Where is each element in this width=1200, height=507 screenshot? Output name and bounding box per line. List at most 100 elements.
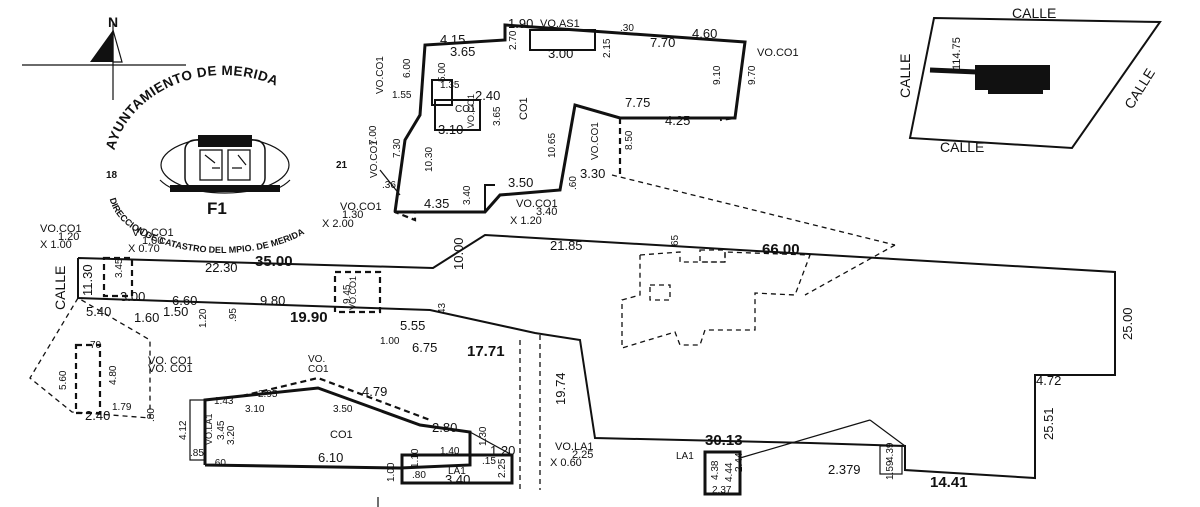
bbot-dim-1-79: 1.79 (112, 402, 132, 413)
seal-sheet-id: F1 (207, 199, 227, 218)
seal-right-number: 21 (336, 160, 348, 171)
lot-dim-4-39: 4.39 (885, 442, 896, 462)
lot-dim-1-50: 1.50 (163, 304, 188, 319)
lot-dim-43: 43 (437, 302, 448, 314)
btop-dim-2-40: 2.40 (475, 88, 500, 103)
lot-dashed-outbuilding (621, 249, 811, 349)
bbot-dim-3-45: 3.45 (216, 420, 227, 440)
bbot-co1: CO1 (330, 429, 353, 441)
lot-bottom-right: 14.41 (930, 474, 968, 491)
btop-dim-10-30: 10.30 (424, 147, 435, 172)
bbot-dim-3-10: 3.10 (245, 404, 265, 415)
lot-dim-3-00: 3.00 (120, 289, 145, 304)
bbot-dim-5-60: 5.60 (58, 370, 69, 390)
lot-dim-9-80: 9.80 (260, 293, 285, 308)
btop-dim-1-90: 1.90 (508, 16, 533, 31)
note-vo-co1-a3: X 1.00 (40, 239, 72, 251)
note-vo-la1-3: X 0.60 (550, 457, 582, 469)
note-vo-co1-d1: VO.CO1 (516, 198, 558, 210)
note-vo-co1-c3: X 2.00 (322, 218, 354, 230)
bbot-dim-6-10: 6.10 (318, 450, 343, 465)
btop-dim-1-35: 1.35 (440, 80, 460, 91)
note-vo-co1-c2: 1.30 (342, 209, 363, 221)
lot-dim-5-55: 5.55 (400, 318, 425, 333)
lot-dim-6-60: 6.60 (172, 293, 197, 308)
seal-left-number: 18 (106, 170, 118, 181)
note-vo-co1-d3: X 1.20 (510, 215, 542, 227)
lot-dim-21-85: 21.85 (550, 238, 583, 253)
note-vo-la1-1: VO.LA1 (555, 441, 594, 453)
btop-dim-9-10: 9.10 (712, 65, 723, 85)
lot-dim-5-40: 5.40 (86, 304, 111, 319)
building-bottom: CO1 LA1 LA1 VO.LA1 VO. CO1 70 5.60 4.80 … (58, 340, 745, 496)
bbot-dim-60: .60 (212, 458, 226, 469)
lot-dim-17-71: 17.71 (467, 343, 505, 360)
btop-dim-60: .60 (568, 176, 579, 190)
note-vo-co1-e: VO.CO1 (757, 47, 799, 59)
vo-notes: VO.CO1 1.20 X 1.00 VO.CO1 1.00 X 0.70 VO… (40, 18, 799, 469)
btop-dim-3-65b: 3.65 (492, 106, 503, 126)
lot-front-box (102, 256, 134, 298)
note-vo-co1-a1: VO.CO1 (40, 223, 82, 235)
location-street-top: CALLE (1012, 5, 1056, 21)
lot-vo-box (333, 270, 382, 314)
lot-dim-4-38: 4.38 (710, 460, 721, 480)
lot-dim-19-90: 19.90 (290, 309, 328, 326)
btop-dim-5-00: 5.00 (437, 62, 448, 82)
lot-right-lower: 25.51 (1041, 407, 1056, 440)
lot-dim-2-44: 2.44 (734, 452, 745, 472)
note-vo-co1-i: VO. CO1 (148, 363, 193, 375)
bbot-dim-2-95: 2.95 (258, 389, 278, 400)
btop-dim-3-30: 3.30 (580, 166, 605, 181)
btop-dim-4-15: 4.15 (440, 32, 465, 47)
btop-dim-8-50: 8.50 (624, 130, 635, 150)
bbot-dim-2-25: 2.25 (497, 458, 508, 478)
btop-co1: CO1 (518, 97, 530, 120)
bbot-dim-1-20: 1.20 (490, 443, 515, 458)
bbot-dim-4-80: 4.80 (108, 365, 119, 385)
location-street-left: CALLE (897, 54, 913, 98)
btop-dim-6-00: 6.00 (402, 58, 413, 78)
bbot-dim-3-50: 3.50 (333, 404, 353, 415)
btop-dim-4-25: 4.25 (665, 113, 690, 128)
lot-dim-9-45: 9.45 (342, 284, 353, 304)
lot-dim-1-00: 1.00 (380, 336, 400, 347)
note-vo-co1-a2: 1.20 (58, 231, 79, 243)
note-vo-co1-c1: VO.CO1 (340, 201, 382, 213)
lot-dim-65: 65 (670, 234, 681, 246)
lot-dim-2-37: 2.37 (712, 485, 732, 496)
note-vo-co1-k: VO.CO1 (348, 276, 358, 310)
bbot-dim-1-43: 1.43 (214, 396, 234, 407)
lot-la1-box (703, 450, 742, 496)
main-lot: CALLE 11.30 35.00 66.00 25.00 4.72 25.51… (29, 174, 1135, 496)
lot-top-left: 35.00 (255, 253, 293, 270)
bbot-dim-2-40: 2.40 (85, 408, 110, 423)
bbot-dim-3-20: 3.20 (226, 425, 237, 445)
btop-dim-7-30: 7.30 (392, 138, 403, 158)
seal-emblem (159, 135, 291, 194)
btop-dim-3-50: 3.50 (508, 175, 533, 190)
btop-dim-4-60: 4.60 (692, 26, 717, 41)
lot-step: 4.72 (1036, 373, 1061, 388)
lot-dim-3-45: 3.45 (114, 258, 125, 278)
lot-dim-1-59: 1.59 (885, 460, 896, 480)
location-street-bottom: CALLE (940, 139, 984, 155)
bbot-dim-4-12: 4.12 (178, 420, 189, 440)
note-vo-la1-2: 2.25 (572, 449, 593, 461)
btop-dim-4-35: 4.35 (424, 196, 449, 211)
btop-dim-36: .36 (382, 180, 396, 191)
bbot-dim-3-40: 3.40 (445, 472, 470, 487)
btop-dim-7-75: 7.75 (625, 95, 650, 110)
btop-dim-9-70: 9.70 (747, 65, 758, 85)
lot-right-side: 25.00 (1120, 307, 1135, 340)
note-vo-co1-b3: X 0.70 (128, 243, 160, 255)
bbot-vo-co1: CO1 (308, 364, 329, 375)
location-map: CALLE CALLE CALLE CALLE 114.75 (897, 5, 1162, 155)
bbot-dim-1-10: 1.10 (410, 448, 421, 468)
note-vo-co1-b1: VO.CO1 (132, 227, 174, 239)
note-vo-co1-b2: 1.00 (142, 235, 163, 247)
lot-front: 11.30 (80, 264, 95, 296)
lot-bottom-mid: 30.13 (705, 432, 743, 449)
lot-dim-4-44: 4.44 (724, 462, 735, 482)
bbot-dim-80b: .80 (412, 470, 426, 481)
